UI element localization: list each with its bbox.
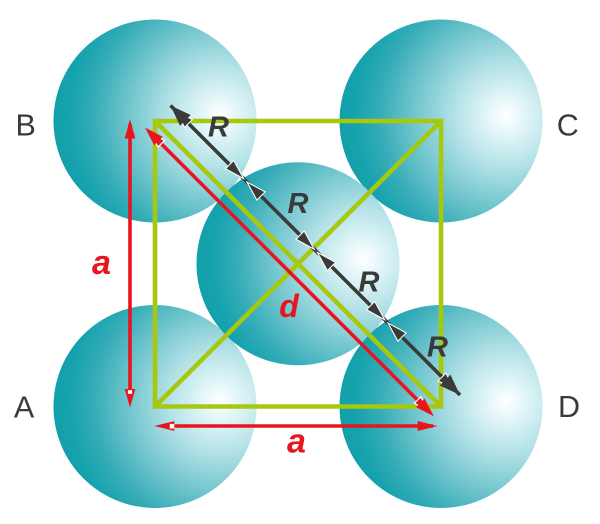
svg-text:R: R <box>288 188 309 220</box>
svg-text:B: B <box>16 108 36 142</box>
svg-text:d: d <box>279 288 300 324</box>
svg-text:R: R <box>427 332 448 364</box>
svg-text:A: A <box>14 390 35 424</box>
svg-text:R: R <box>359 267 380 299</box>
svg-text:D: D <box>558 390 580 424</box>
svg-text:a: a <box>92 244 111 282</box>
svg-text:a: a <box>287 423 306 461</box>
svg-text:C: C <box>557 108 579 142</box>
svg-text:R: R <box>208 112 229 144</box>
